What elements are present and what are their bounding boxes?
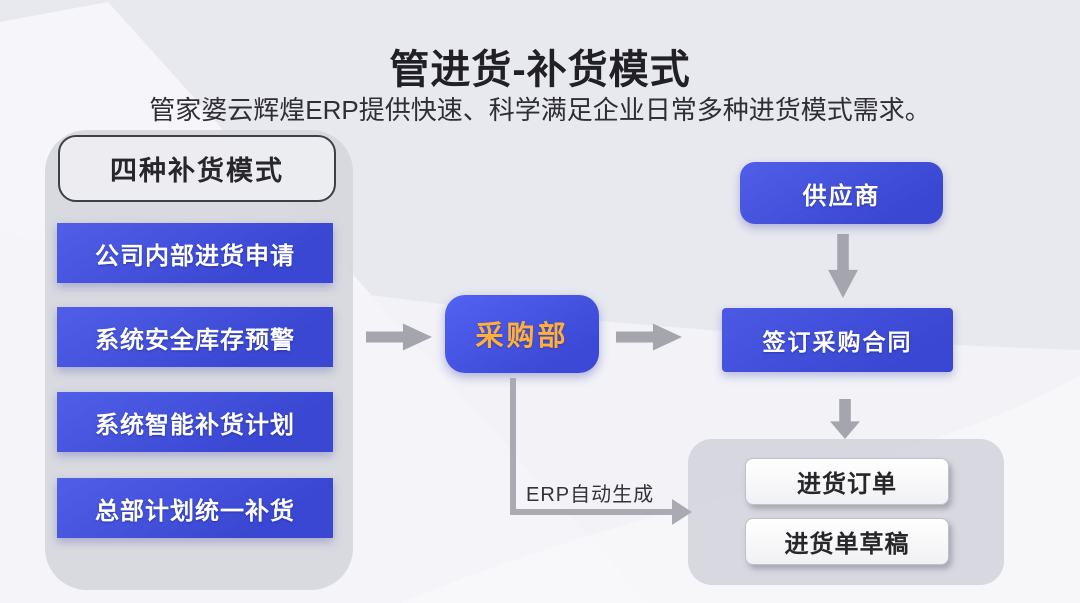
- mode-box-hq-unified-replenish: 总部计划统一补货: [57, 478, 333, 538]
- page-subtitle: 管家婆云辉煌ERP提供快速、科学满足企业日常多种进货模式需求。: [149, 95, 931, 125]
- elbow-connector-vertical: [510, 378, 516, 515]
- erp-auto-generate-label: ERP自动生成: [526, 484, 655, 506]
- mode-box-smart-replenish-plan: 系统智能补货计划: [57, 392, 333, 452]
- mode-box-internal-request: 公司内部进货申请: [57, 223, 333, 283]
- supplier-box: 供应商: [740, 162, 943, 224]
- sign-contract-box: 签订采购合同: [722, 308, 953, 372]
- output-box-purchase-draft: 进货单草稿: [745, 518, 949, 565]
- purchasing-dept-box: 采购部: [445, 295, 599, 373]
- elbow-connector-horizontal: [510, 509, 674, 515]
- page-title: 管进货-补货模式: [389, 47, 691, 92]
- output-box-purchase-order: 进货订单: [745, 458, 949, 505]
- mode-box-safety-stock-alert: 系统安全库存预警: [57, 307, 333, 367]
- modes-header-box: 四种补货模式: [58, 135, 336, 202]
